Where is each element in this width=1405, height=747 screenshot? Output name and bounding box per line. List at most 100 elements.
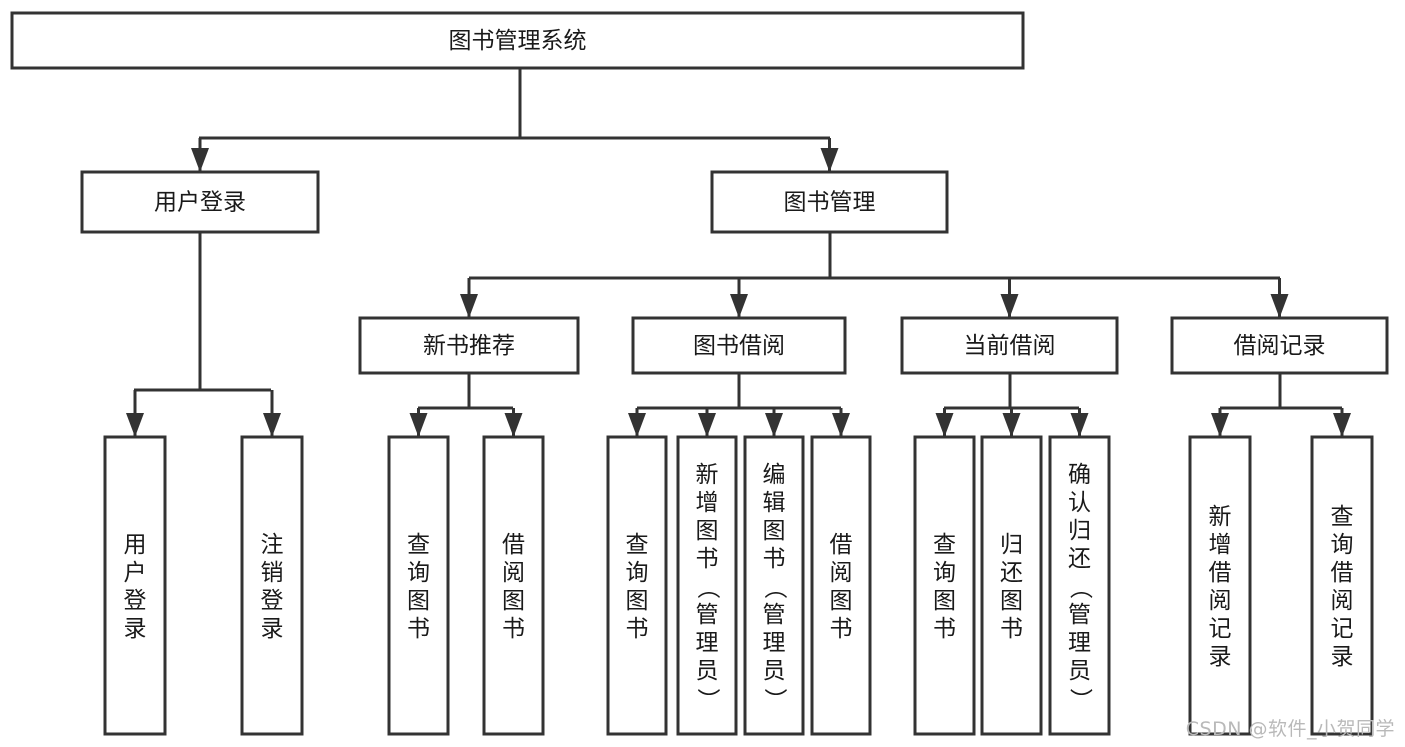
node-label-char-leaf-add-book-4: （: [695, 576, 721, 599]
arrow-head-icon: [1333, 413, 1351, 437]
node-label-char-leaf-add-book-6: 理: [696, 630, 719, 656]
node-box-leaf-borrow-book-1[interactable]: [482, 435, 545, 736]
node-label-char-leaf-borrow-book-1-2: 图: [502, 588, 525, 614]
node-label-char-leaf-confirm-return-3: 还: [1068, 546, 1091, 572]
node-label-book-borrow: 图书借阅: [693, 333, 785, 359]
node-label-char-leaf-query-record-0: 查: [1331, 504, 1354, 530]
node-label-char-leaf-return-book-3: 书: [1000, 616, 1023, 642]
node-label-char-leaf-user-login-2: 登: [124, 588, 147, 614]
node-box-book-borrow[interactable]: [631, 316, 847, 375]
node-label-char-leaf-edit-book-3: 书: [763, 546, 786, 572]
node-label-char-leaf-borrow-book-2-3: 书: [830, 616, 853, 642]
node-box-root[interactable]: [10, 11, 1025, 70]
node-label-char-leaf-query-book-3-1: 询: [933, 560, 956, 586]
node-leaf-return-book[interactable]: 归还图书归还图书: [980, 435, 1043, 736]
node-leaf-borrow-book-2[interactable]: 借阅图书借阅图书: [810, 435, 872, 736]
node-box-leaf-borrow-book-2[interactable]: [810, 435, 872, 736]
node-label-char-leaf-edit-book-8: ）: [762, 688, 788, 711]
node-label-char-leaf-edit-book-2: 图: [763, 518, 786, 544]
arrow-head-icon: [1070, 413, 1089, 437]
node-leaf-add-record[interactable]: 新增借阅记录新增借阅记录: [1188, 435, 1252, 736]
node-label-char-leaf-return-book-0: 归: [1000, 532, 1023, 558]
node-label-char-leaf-query-book-3-3: 书: [933, 616, 956, 642]
node-user-login[interactable]: 用户登录: [80, 170, 320, 234]
node-root[interactable]: 图书管理系统: [10, 11, 1025, 70]
node-label-char-leaf-confirm-return-1: 认: [1068, 490, 1091, 516]
node-leaf-query-book-3[interactable]: 查询图书查询图书: [913, 435, 976, 736]
node-label-char-leaf-edit-book-0: 编: [763, 462, 786, 488]
arrow-head-icon: [698, 413, 716, 437]
arrow-head-icon: [832, 413, 850, 437]
node-label-char-leaf-edit-book-1: 辑: [763, 490, 786, 516]
node-new-book-recommend[interactable]: 新书推荐: [358, 316, 580, 375]
arrow-head-icon: [126, 413, 144, 437]
node-box-leaf-add-book[interactable]: [676, 435, 738, 736]
node-box-leaf-confirm-return[interactable]: [1048, 435, 1111, 736]
node-label-char-leaf-add-book-1: 增: [696, 490, 719, 516]
node-label-char-leaf-add-record-1: 增: [1209, 532, 1232, 558]
node-label-char-leaf-query-book-1-0: 查: [407, 532, 430, 558]
node-label-char-leaf-query-book-2-2: 图: [626, 588, 649, 614]
node-label-char-leaf-borrow-book-1-3: 书: [502, 616, 525, 642]
arrow-head-icon: [765, 413, 783, 437]
node-box-leaf-return-book[interactable]: [980, 435, 1043, 736]
node-box-new-book-recommend[interactable]: [358, 316, 580, 375]
node-label-char-leaf-query-book-3-2: 图: [933, 588, 956, 614]
node-label-char-leaf-add-record-5: 录: [1209, 644, 1232, 670]
node-box-user-login[interactable]: [80, 170, 320, 234]
node-borrow-record[interactable]: 借阅记录: [1170, 316, 1389, 375]
node-box-current-borrow[interactable]: [900, 316, 1119, 375]
node-leaf-borrow-book-1[interactable]: 借阅图书借阅图书: [482, 435, 545, 736]
node-label-char-leaf-query-book-1-1: 询: [407, 560, 430, 586]
node-label-char-leaf-confirm-return-8: ）: [1067, 688, 1093, 711]
node-book-manage[interactable]: 图书管理: [710, 170, 949, 234]
node-label-char-leaf-confirm-return-5: 管: [1068, 602, 1091, 628]
node-label-char-leaf-return-book-2: 图: [1000, 588, 1023, 614]
node-leaf-user-login[interactable]: 用户登录用户登录: [103, 435, 167, 736]
node-box-borrow-record[interactable]: [1170, 316, 1389, 375]
node-label-char-leaf-confirm-return-6: 理: [1068, 630, 1091, 656]
node-label-char-leaf-return-book-1: 还: [1000, 560, 1023, 586]
node-box-book-manage[interactable]: [710, 170, 949, 234]
node-label-char-leaf-add-book-8: ）: [695, 688, 721, 711]
node-label-char-leaf-edit-book-5: 管: [763, 602, 786, 628]
node-box-leaf-query-book-3[interactable]: [913, 435, 976, 736]
arrow-head-icon: [1270, 294, 1289, 318]
node-label-char-leaf-add-book-2: 图: [696, 518, 719, 544]
node-label-current-borrow: 当前借阅: [964, 333, 1056, 359]
node-label-char-leaf-query-book-3-0: 查: [933, 532, 956, 558]
node-book-borrow[interactable]: 图书借阅: [631, 316, 847, 375]
arrow-head-icon: [1002, 413, 1021, 437]
node-label-char-leaf-user-login-0: 用: [124, 532, 147, 558]
node-box-leaf-query-record[interactable]: [1310, 435, 1374, 736]
node-box-leaf-query-book-1[interactable]: [387, 435, 450, 736]
node-box-leaf-user-login[interactable]: [103, 435, 167, 736]
node-label-char-leaf-query-record-3: 阅: [1331, 588, 1354, 614]
node-leaf-query-book-2[interactable]: 查询图书查询图书: [606, 435, 668, 736]
node-leaf-query-record[interactable]: 查询借阅记录查询借阅记录: [1310, 435, 1374, 736]
node-label-char-leaf-edit-book-4: （: [762, 576, 788, 599]
node-box-leaf-query-book-2[interactable]: [606, 435, 668, 736]
node-box-leaf-add-record[interactable]: [1188, 435, 1252, 736]
node-leaf-query-book-1[interactable]: 查询图书查询图书: [387, 435, 450, 736]
node-box-leaf-logout[interactable]: [240, 435, 304, 736]
node-leaf-logout[interactable]: 注销登录注销登录: [240, 435, 304, 736]
node-label-char-leaf-logout-1: 销: [261, 560, 284, 586]
connector-layer: [126, 68, 1351, 437]
node-label-char-leaf-borrow-book-1-1: 阅: [502, 560, 525, 586]
node-label-char-leaf-add-record-2: 借: [1209, 560, 1232, 586]
arrow-head-icon: [1211, 413, 1229, 437]
node-box-leaf-edit-book[interactable]: [743, 435, 805, 736]
node-label-char-leaf-add-record-3: 阅: [1209, 588, 1232, 614]
arrow-head-icon: [1000, 294, 1019, 318]
node-label-char-leaf-query-book-1-2: 图: [407, 588, 430, 614]
node-current-borrow[interactable]: 当前借阅: [900, 316, 1119, 375]
node-label-char-leaf-add-book-0: 新: [696, 462, 719, 488]
node-label-char-leaf-borrow-book-2-2: 图: [830, 588, 853, 614]
node-label-char-leaf-logout-2: 登: [261, 588, 284, 614]
